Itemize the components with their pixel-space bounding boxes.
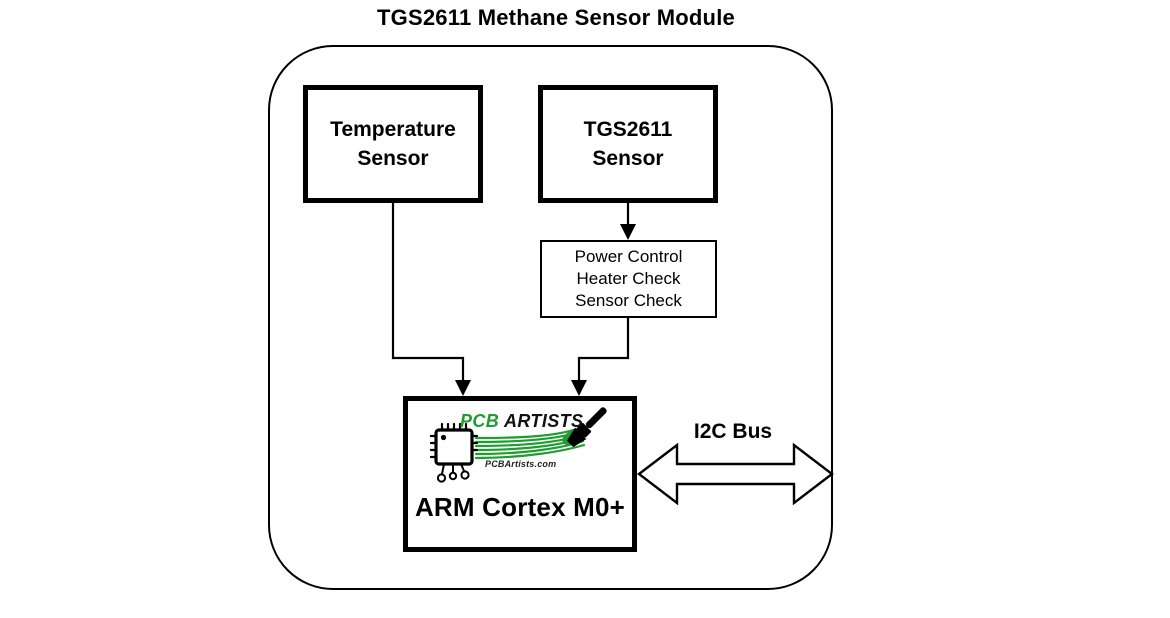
logo-brand-pcb: PCB <box>460 411 500 431</box>
mcu-label: ARM Cortex M0+ <box>414 492 626 522</box>
chip-icon <box>430 422 479 483</box>
tgs2611-sensor-label-line1: TGS2611 <box>583 118 673 141</box>
paintbrush-icon <box>566 407 607 448</box>
logo-website-text: PCBArtists.com <box>485 459 557 469</box>
pcb-artists-logo-graphic <box>430 407 607 483</box>
temperature-sensor-label-line2: Sensor <box>357 147 429 170</box>
pcb-artists-logo: PCB ARTISTS PCBArtists.com <box>430 404 610 490</box>
temperature-sensor-label-line1: Temperature <box>330 118 456 141</box>
logo-brand-artists: ARTISTS <box>503 411 584 431</box>
power-control-line3: Sensor Check <box>575 291 682 310</box>
temperature-sensor-block: Temperature Sensor <box>303 85 483 203</box>
power-control-line2: Heater Check <box>576 269 681 288</box>
tgs2611-sensor-label-line2: Sensor <box>592 147 664 170</box>
i2c-bus-label: I2C Bus <box>693 420 773 443</box>
page-title: TGS2611 Methane Sensor Module <box>377 5 735 30</box>
power-control-block: Power Control Heater Check Sensor Check <box>540 240 717 318</box>
logo-brand-text: PCB ARTISTS <box>460 411 583 432</box>
tgs2611-sensor-block: TGS2611 Sensor <box>538 85 718 203</box>
mcu-block: PCB ARTISTS PCBArtists.com ARM Cortex M0… <box>403 396 637 552</box>
power-control-line1: Power Control <box>574 247 683 266</box>
